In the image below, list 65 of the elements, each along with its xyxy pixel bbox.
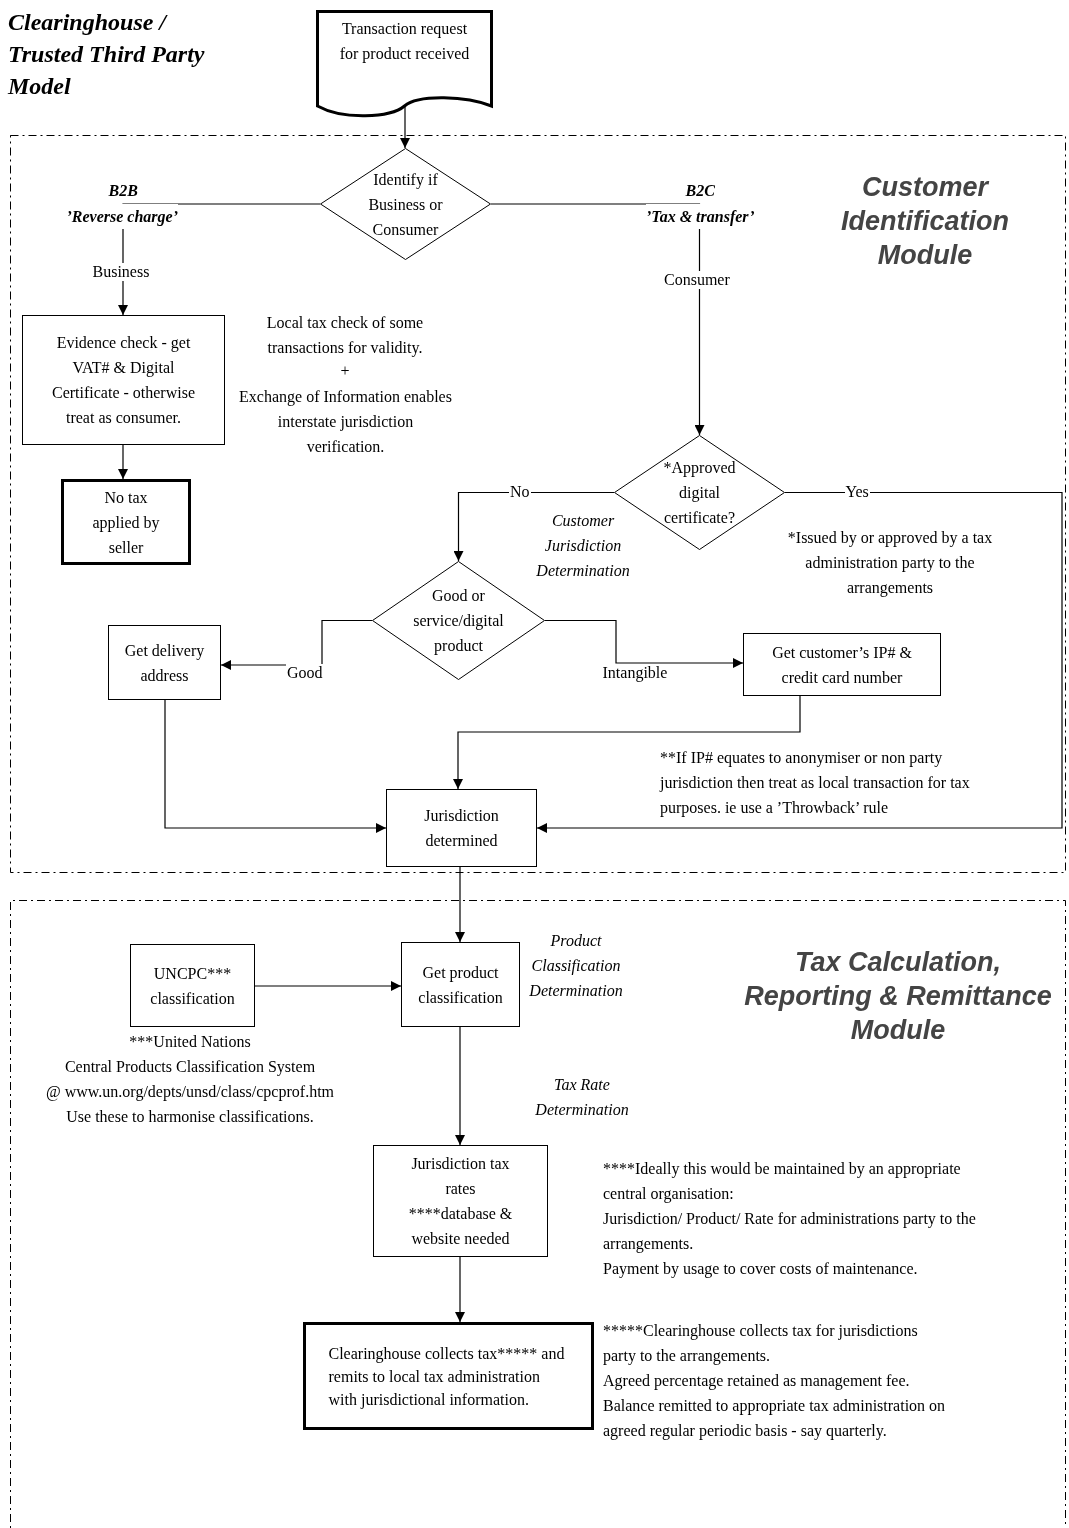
annotation-text: Use these to harmonise classifications. xyxy=(65,1107,315,1127)
annotation-text: Agreed percentage retained as management fee. xyxy=(603,1371,911,1392)
node-text: *Approved digital certificate? xyxy=(662,458,737,528)
annotation-text: **If IP# equates to anonymiser or non party jurisdiction then treat as local transaction for tax purposes. ie use a ’Throwback’ rule xyxy=(660,748,971,819)
arrow xyxy=(118,444,128,480)
process-box xyxy=(743,633,941,696)
annotation-text: Central Products Classification System xyxy=(63,1057,317,1078)
annotation-text: @ www.un.org/depts/unsd/class/cpcprof.htm xyxy=(45,1082,335,1103)
section-note: Tax Rate Determination xyxy=(534,1075,630,1120)
annotation-text: Local tax check of some transactions for validity. xyxy=(265,313,425,359)
arrow xyxy=(254,981,402,991)
module-band xyxy=(10,900,1066,1528)
process-box xyxy=(373,1145,548,1257)
branch-label: ’Reverse charge’ xyxy=(66,204,178,229)
edge-label: Intangible xyxy=(601,664,669,682)
node-text: Identify if Business or Consumer xyxy=(367,169,444,240)
module-heading: Customer Identification Module xyxy=(840,171,1010,272)
arrow xyxy=(544,619,744,668)
arrow xyxy=(400,105,410,149)
section-note: Product Classification Determination xyxy=(528,931,624,1001)
node-text: Get customer’s IP# & credit card number xyxy=(771,642,913,688)
annotation-text: Balance remitted to appropriate tax administration on agreed regular periodic basis - say quarterly. xyxy=(603,1396,947,1442)
annotation-text: *****Clearinghouse collects tax for jurisdictions party to the arrangements. xyxy=(603,1321,919,1367)
process-box xyxy=(130,944,255,1027)
node-text: No tax applied by seller xyxy=(91,487,161,558)
annotation-text: Exchange of Information enables interstate jurisdiction verification. xyxy=(238,387,453,457)
diagram-title: Clearinghouse / Trusted Third Party Model xyxy=(8,8,206,101)
module-band xyxy=(10,135,1066,873)
annotation-text: Payment by usage to cover costs of maintenance. xyxy=(603,1259,919,1280)
node-text: Clearinghouse collects tax***** and remits to local tax administration with jurisdictional information. xyxy=(328,1343,566,1411)
node-text: Jurisdiction determined xyxy=(423,806,500,851)
document-shape xyxy=(316,10,493,118)
terminal-box xyxy=(61,479,191,565)
annotation-text: Jurisdiction/ Product/ Rate for administrations party to the arrangements. xyxy=(603,1209,977,1255)
arrow xyxy=(164,699,387,833)
terminal-box xyxy=(303,1322,594,1430)
annotation-text: *Issued by or approved by a tax administration party to the arrangements xyxy=(786,528,994,599)
process-box xyxy=(22,315,225,445)
annotation-text: ****Ideally this would be maintained by an appropriate central organisation: xyxy=(603,1159,962,1205)
node-text: Good or service/digital product xyxy=(412,586,505,657)
decision-diamond xyxy=(320,148,491,260)
node-text: Evidence check - get VAT# & Digital Certificate - otherwise treat as consumer. xyxy=(50,333,196,428)
process-box xyxy=(108,625,221,700)
node-text: Get product classification xyxy=(417,962,504,1008)
node-text: Jurisdiction tax rates ****database & website needed xyxy=(407,1154,514,1249)
annotation-text: + xyxy=(339,361,351,381)
arrow xyxy=(455,1026,465,1146)
annotation-text: ***United Nations xyxy=(128,1032,252,1052)
section-note: Customer Jurisdiction Determination xyxy=(535,511,631,581)
arrow xyxy=(455,866,465,943)
edge-label: Business xyxy=(91,263,151,281)
module-heading: Tax Calculation, Reporting & Remittance Module xyxy=(743,946,1053,1047)
arrow xyxy=(453,695,801,790)
branch-label: ’Tax & transfer’ xyxy=(646,204,755,229)
arrow xyxy=(118,203,321,316)
arrow xyxy=(455,1256,465,1323)
arrow xyxy=(453,491,615,562)
process-box xyxy=(386,789,537,867)
node-text: Get delivery address xyxy=(123,640,206,686)
edge-label: Consumer xyxy=(663,271,731,289)
node-text: UNCPC*** classification xyxy=(149,963,236,1009)
arrow xyxy=(490,203,705,436)
arrow xyxy=(536,491,1063,833)
node-text: Transaction request for product received xyxy=(338,19,471,65)
process-box xyxy=(401,942,520,1027)
